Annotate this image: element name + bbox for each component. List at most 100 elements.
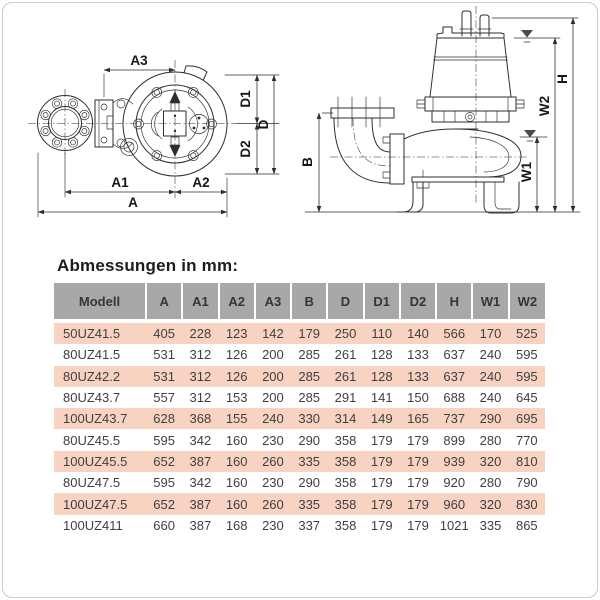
value-cell: 939 bbox=[436, 450, 473, 473]
dimensions-table: Modell A A1 A2 A3 B D D1 D2 H W1 W2 50UZ… bbox=[54, 283, 545, 536]
value-cell: 126 bbox=[225, 347, 248, 363]
value-cell: 312 bbox=[189, 390, 212, 406]
dim-label-w2: W2 bbox=[537, 96, 552, 116]
cable-glands bbox=[459, 10, 492, 37]
value-cell: 240 bbox=[472, 365, 509, 387]
value-cell: 595 bbox=[153, 475, 175, 491]
value-cell: 830 bbox=[508, 493, 545, 515]
discharge-elbow bbox=[330, 96, 405, 185]
pump-side-view-drawing: B W1 W2 H bbox=[300, 6, 581, 214]
value-cell: 150 bbox=[407, 390, 429, 406]
model-cell: 100UZ45.5 bbox=[54, 450, 146, 473]
column-header-w2: W2 bbox=[507, 283, 545, 323]
value-cell: 240 bbox=[479, 390, 502, 406]
value-cell: 140 bbox=[399, 321, 437, 345]
column-header-d1: D1 bbox=[362, 283, 401, 323]
value-cell: 261 bbox=[334, 347, 357, 363]
value-cell: 637 bbox=[436, 365, 473, 387]
flange-bolt-holes bbox=[40, 98, 90, 148]
value-cell: 141 bbox=[370, 390, 393, 406]
value-cell: 628 bbox=[146, 408, 183, 430]
value-cell: 358 bbox=[334, 432, 357, 448]
value-cell: 320 bbox=[472, 493, 509, 515]
value-cell: 179 bbox=[407, 432, 429, 448]
value-cell: 652 bbox=[146, 493, 183, 515]
model-cell: 100UZ411 bbox=[63, 517, 123, 533]
value-cell: 695 bbox=[508, 408, 545, 430]
dim-label-a1: A1 bbox=[111, 175, 129, 190]
flange-top-view bbox=[37, 95, 93, 151]
value-cell: 149 bbox=[363, 408, 400, 430]
value-cell: 123 bbox=[218, 321, 255, 345]
model-cell: 80UZ43.7 bbox=[63, 390, 121, 406]
value-cell: 387 bbox=[182, 450, 219, 473]
column-header-a: A bbox=[144, 283, 184, 323]
value-cell: 652 bbox=[146, 450, 183, 473]
column-header-h: H bbox=[435, 283, 474, 323]
value-cell: 312 bbox=[189, 347, 212, 363]
model-cell: 80UZ47.5 bbox=[63, 475, 121, 491]
value-cell: 179 bbox=[370, 517, 393, 533]
value-cell: 525 bbox=[508, 321, 545, 345]
pump-casing-side-view bbox=[396, 128, 522, 214]
value-cell: 335 bbox=[291, 450, 328, 473]
value-cell: 179 bbox=[399, 493, 437, 515]
dim-label-b: B bbox=[300, 157, 315, 167]
value-cell: 133 bbox=[399, 365, 437, 387]
value-cell: 737 bbox=[436, 408, 473, 430]
dim-label-h: H bbox=[555, 74, 570, 84]
value-cell: 637 bbox=[443, 347, 466, 363]
value-cell: 179 bbox=[399, 450, 437, 473]
value-cell: 179 bbox=[370, 432, 393, 448]
model-cell: 80UZ42.2 bbox=[54, 365, 146, 387]
value-cell: 228 bbox=[182, 321, 219, 345]
volute-top-view bbox=[120, 65, 228, 177]
value-cell: 155 bbox=[218, 408, 255, 430]
value-cell: 179 bbox=[363, 450, 400, 473]
value-cell: 342 bbox=[189, 475, 212, 491]
dim-label-d: D bbox=[256, 119, 271, 129]
value-cell: 200 bbox=[262, 347, 284, 363]
value-cell: 566 bbox=[436, 321, 473, 345]
value-cell: 920 bbox=[443, 475, 466, 491]
column-header-b: B bbox=[290, 283, 329, 323]
value-cell: 660 bbox=[153, 517, 175, 533]
motor-housing bbox=[416, 26, 525, 123]
dimension-lines-side-view bbox=[316, 17, 576, 213]
dim-label-a3: A3 bbox=[130, 53, 148, 68]
model-cell: 50UZ41.5 bbox=[54, 321, 146, 345]
value-cell: 557 bbox=[153, 390, 175, 406]
value-cell: 285 bbox=[298, 390, 321, 406]
value-cell: 312 bbox=[182, 365, 219, 387]
value-cell: 1021 bbox=[439, 517, 469, 533]
value-cell: 179 bbox=[363, 493, 400, 515]
value-cell: 126 bbox=[218, 365, 255, 387]
value-cell: 688 bbox=[443, 390, 466, 406]
value-cell: 200 bbox=[254, 365, 292, 387]
value-cell: 160 bbox=[218, 450, 255, 473]
column-header-a3: A3 bbox=[253, 283, 293, 323]
value-cell: 335 bbox=[291, 493, 328, 515]
value-cell: 133 bbox=[407, 347, 429, 363]
value-cell: 358 bbox=[334, 475, 357, 491]
value-cell: 335 bbox=[479, 517, 502, 533]
value-cell: 790 bbox=[515, 475, 538, 491]
value-cell: 291 bbox=[334, 390, 357, 406]
dimension-lines-top-view bbox=[37, 67, 277, 215]
dim-label-d1: D1 bbox=[238, 90, 253, 108]
value-cell: 153 bbox=[225, 390, 248, 406]
pump-top-view-drawing: A3 D1 D D2 A1 A2 A bbox=[28, 53, 280, 218]
value-cell: 368 bbox=[182, 408, 219, 430]
value-cell: 110 bbox=[363, 321, 400, 345]
value-cell: 285 bbox=[291, 365, 328, 387]
dimensions-table-container: Modell A A1 A2 A3 B D D1 D2 H W1 W2 50UZ… bbox=[54, 283, 545, 536]
